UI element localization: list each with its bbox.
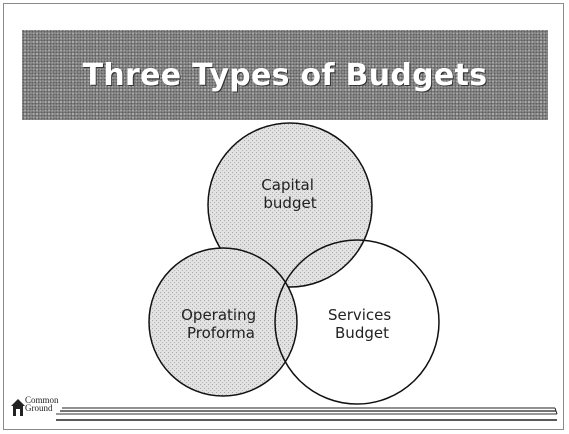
slide-title: Three Types of Budgets: [82, 57, 488, 93]
operating-label-line2: Proforma: [187, 324, 255, 342]
slide-border: [3, 3, 564, 430]
services-budget-circle: [274, 239, 440, 405]
logo-line2: Ground: [25, 403, 53, 413]
capital-label-line2: budget: [263, 194, 316, 212]
capital-budget-circle: [207, 122, 373, 288]
house-logo-icon: [11, 399, 25, 416]
services-label: Services Budget: [328, 306, 396, 342]
capital-label: Capital budget: [261, 176, 318, 212]
services-label-line1: Services: [328, 306, 391, 324]
operating-label: Operating Proforma: [181, 306, 261, 342]
title-banner: Three Types of Budgets: [22, 30, 548, 120]
capital-label-line1: Capital: [261, 176, 314, 194]
operating-proforma-circle: [148, 247, 298, 397]
services-label-line2: Budget: [335, 324, 389, 342]
logo-line1: Common: [25, 395, 59, 405]
logo-text: Common Ground: [25, 395, 59, 413]
operating-label-line1: Operating: [181, 306, 256, 324]
